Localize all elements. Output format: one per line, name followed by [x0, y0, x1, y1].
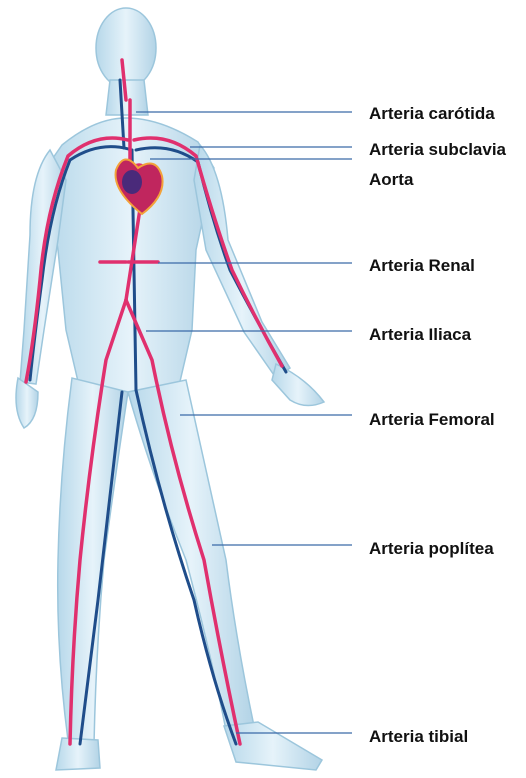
label-aorta: Aorta: [369, 170, 413, 190]
head: [96, 8, 156, 88]
body-silhouette: [16, 8, 324, 770]
label-carotid-artery: Arteria carótida: [369, 104, 495, 124]
label-femoral-artery: Arteria Femoral: [369, 410, 495, 430]
right-arm: [194, 145, 290, 378]
left-hand: [16, 378, 38, 428]
label-popliteal-artery: Arteria poplítea: [369, 539, 494, 559]
label-subclavian-artery: Arteria subclavia: [369, 140, 506, 160]
label-iliac-artery: Arteria Iliaca: [369, 325, 471, 345]
right-foot: [224, 722, 322, 770]
left-foot: [56, 738, 100, 770]
right-hand: [272, 364, 324, 406]
label-tibial-artery: Arteria tibial: [369, 727, 468, 747]
label-renal-artery: Arteria Renal: [369, 256, 475, 276]
